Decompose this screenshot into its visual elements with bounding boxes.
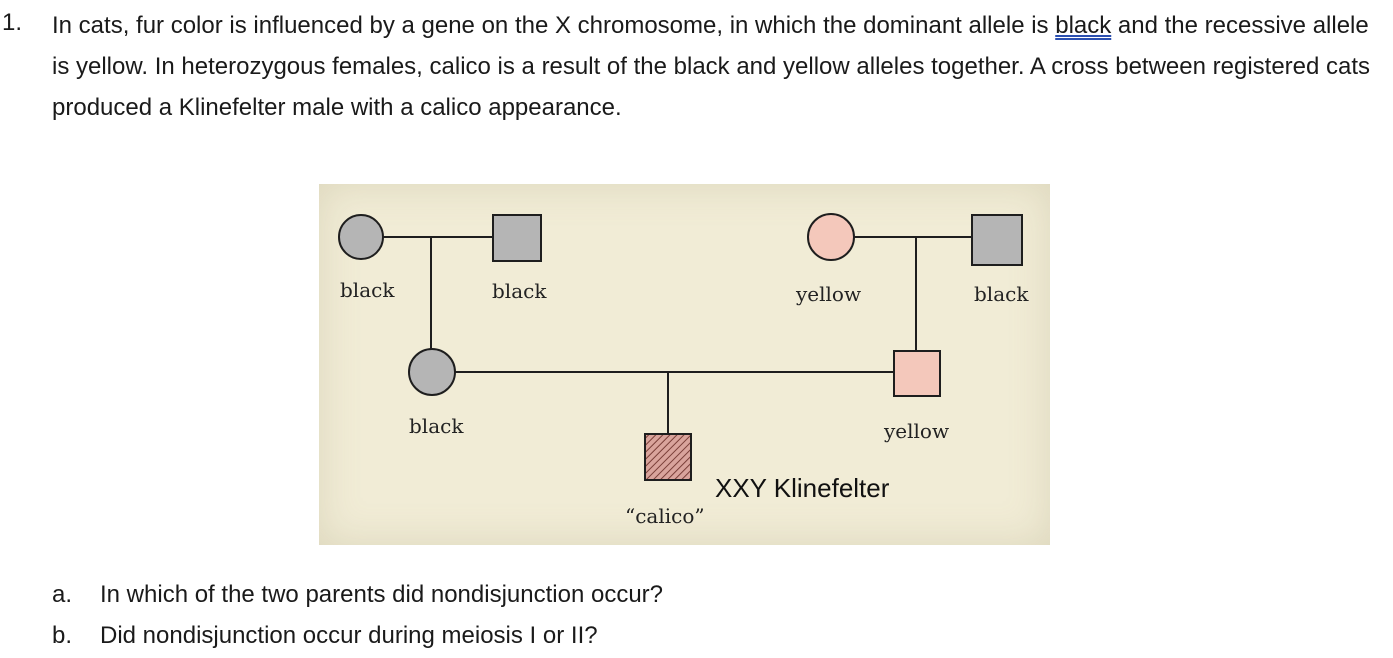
question-number: 1.: [2, 9, 23, 36]
label-grandfather-right: black: [974, 282, 1029, 306]
label-grandmother-right: yellow: [796, 282, 862, 306]
female-black-mother: [408, 348, 456, 396]
pedigree-diagram: [338, 213, 1023, 481]
underlined-word: black: [1055, 12, 1112, 39]
subquestion-a-text: In which of the two parents did nondisju…: [100, 581, 664, 608]
female-yellow-right: [807, 213, 855, 261]
male-black-right: [971, 214, 1023, 266]
female-black-left: [338, 214, 384, 260]
subquestion-b-text: Did nondisjunction occur during meiosis …: [100, 622, 598, 649]
label-grandmother-left: black: [340, 278, 395, 302]
label-offspring: “calico”: [625, 504, 705, 528]
question-text-before: In cats, fur color is influenced by a ge…: [52, 12, 1056, 39]
male-calico-offspring: [644, 433, 692, 481]
label-father: yellow: [884, 419, 950, 443]
male-yellow-father: [893, 350, 941, 397]
subquestion-a-letter: a.: [52, 581, 73, 608]
subquestion-b: b. Did nondisjunction occur during meiosi…: [52, 621, 598, 651]
pedigree-figure: [319, 184, 1050, 545]
male-black-left: [492, 214, 542, 262]
klinefelter-note: XXY Klinefelter: [715, 473, 890, 503]
subquestion-a: a. In which of the two parents did nondis…: [52, 580, 663, 610]
subquestion-b-letter: b.: [52, 622, 73, 649]
label-mother: black: [409, 414, 464, 438]
question-text: In cats, fur color is influenced by a ge…: [52, 5, 1387, 128]
label-grandfather-left: black: [492, 279, 547, 303]
question-text-after: and the recessive allele is yellow. In h…: [52, 12, 1371, 121]
